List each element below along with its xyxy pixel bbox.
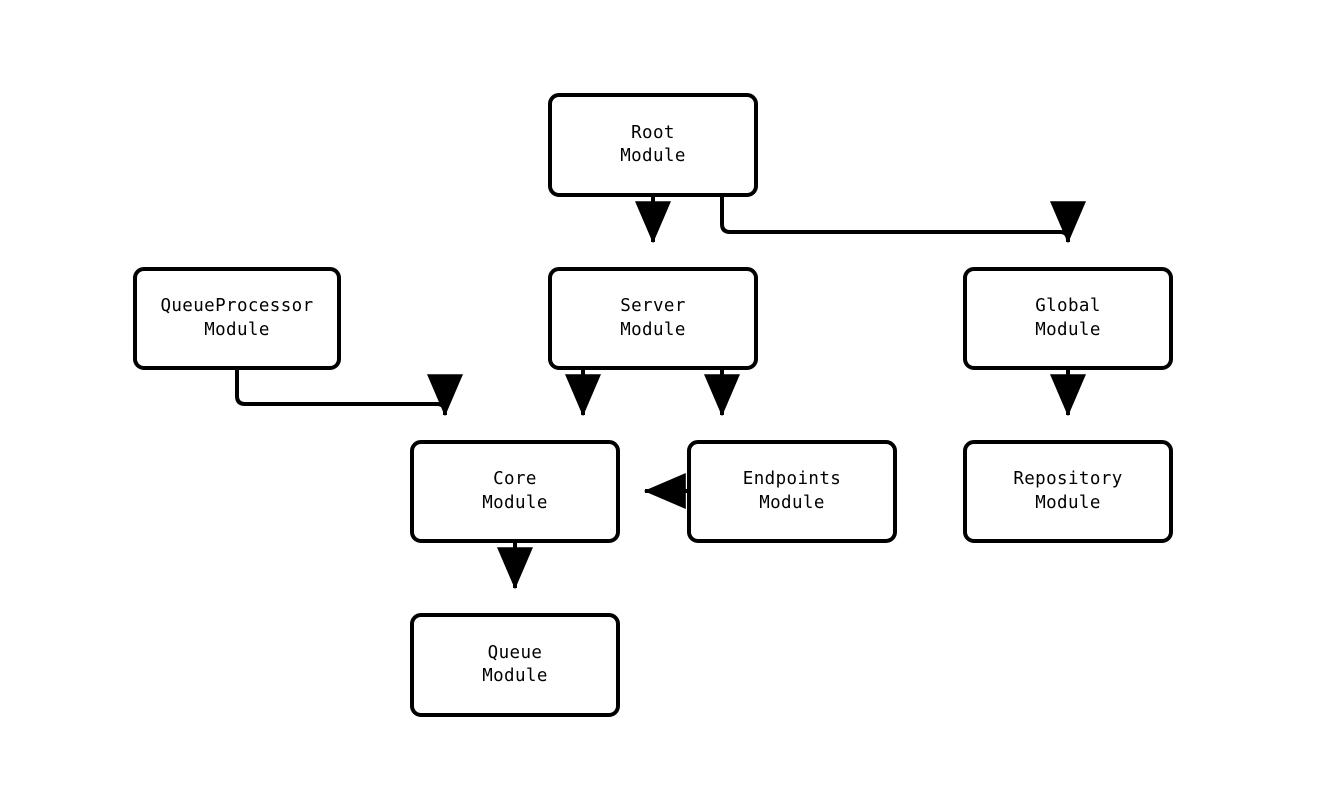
node-core-module[interactable]: Core Module <box>410 440 620 543</box>
node-server-module[interactable]: Server Module <box>548 267 758 370</box>
node-server-module-line1: Server <box>620 296 686 317</box>
node-queueprocessor-module-line1: QueueProcessor <box>160 296 314 317</box>
node-queue-module-line1: Queue <box>487 642 543 663</box>
node-repository-module[interactable]: Repository Module <box>963 440 1173 543</box>
node-queueprocessor-module[interactable]: QueueProcessor Module <box>133 267 341 370</box>
edge-queueprocessor-to-core <box>235 370 463 417</box>
node-global-module[interactable]: Global Module <box>963 267 1173 370</box>
node-endpoints-module-line1: Endpoints <box>742 469 842 490</box>
node-core-module-line2: Module <box>482 492 548 513</box>
node-queue-module[interactable]: Queue Module <box>410 613 620 717</box>
node-core-module-line1: Core <box>493 469 537 490</box>
node-endpoints-module-line2: Module <box>759 492 825 513</box>
node-global-module-line1: Global <box>1035 296 1101 317</box>
node-root-module-line2: Module <box>620 146 686 166</box>
node-repository-module-line2: Module <box>1035 492 1101 513</box>
edge-root-to-global <box>720 197 1086 244</box>
node-server-module-line2: Module <box>620 319 686 340</box>
node-queueprocessor-module-line2: Module <box>204 319 270 340</box>
node-queue-module-line2: Module <box>482 666 548 686</box>
node-root-module[interactable]: Root Module <box>548 93 758 197</box>
node-repository-module-line1: Repository <box>1013 469 1123 490</box>
node-endpoints-module[interactable]: Endpoints Module <box>687 440 897 543</box>
node-root-module-line1: Root <box>631 122 675 143</box>
node-global-module-line2: Module <box>1035 319 1101 340</box>
